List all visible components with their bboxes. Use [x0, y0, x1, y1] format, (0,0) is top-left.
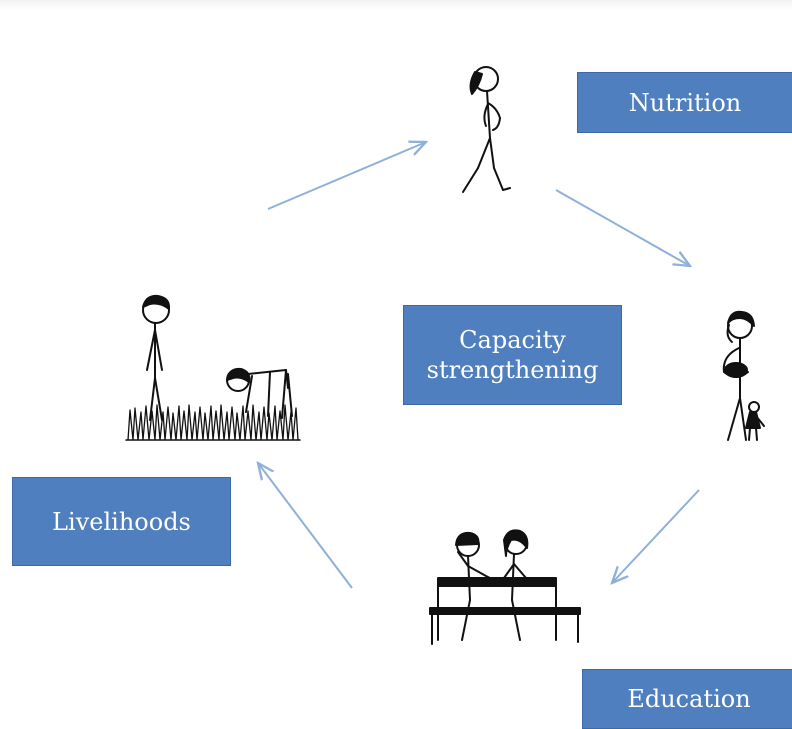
nutrition-label: Nutrition: [628, 88, 742, 117]
capacity-label-line1: Capacity: [459, 326, 566, 354]
livelihoods-label: Livelihoods: [52, 507, 191, 536]
education-label: Education: [627, 685, 751, 713]
farmers-in-field-icon: [125, 294, 301, 441]
livelihoods-box: Livelihoods: [12, 477, 231, 566]
mother-with-baby-and-child-icon: [722, 310, 765, 441]
education-box: Education: [582, 669, 792, 729]
nutrition-box: Nutrition: [577, 72, 792, 133]
capacity-strengthening-box: Capacity strengthening: [403, 305, 622, 405]
arrow-livelihoods-to-nutrition: [267, 142, 426, 210]
students-at-desk-icon: [429, 529, 581, 645]
arrow-education-to-livelihoods: [258, 463, 353, 589]
arrow-mother-to-education: [612, 489, 700, 583]
arrow-nutrition-to-mother: [555, 189, 690, 266]
walking-woman-icon: [462, 66, 511, 193]
top-strip: [0, 0, 792, 10]
capacity-label-line2: strengthening: [426, 356, 599, 384]
